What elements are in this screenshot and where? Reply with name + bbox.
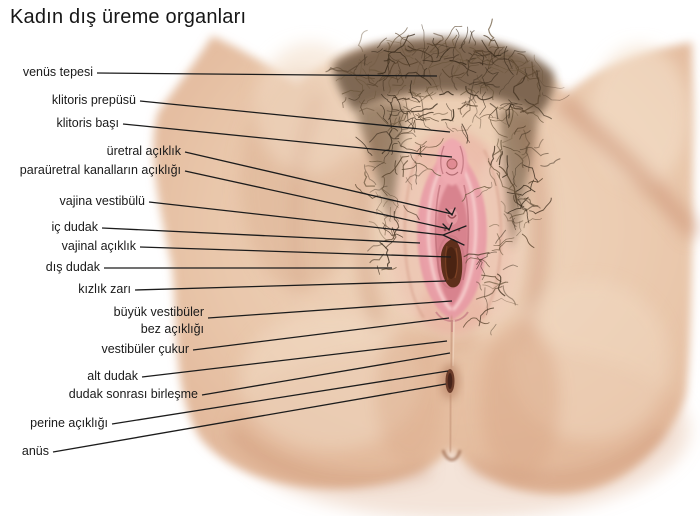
label-perine-acikligi: perine açıklığı	[30, 416, 108, 430]
label-vajinal-aciklik: vajinal açıklık	[61, 239, 136, 253]
label-dudak-sonrasi-birlesme: dudak sonrası birleşme	[68, 387, 198, 401]
label-anus: anüs	[21, 444, 49, 458]
label-uretral-aciklik: üretral açıklık	[106, 144, 181, 158]
label-parauretral-kanallarin-acikligi: paraüretral kanalların açıklığı	[19, 163, 181, 177]
label-vajina-vestibulu: vajina vestibülü	[59, 194, 145, 208]
leader-line	[139, 246, 452, 258]
leader-line	[148, 201, 444, 236]
leader-lines	[52, 72, 453, 453]
leader-line	[139, 100, 451, 133]
label-alt-dudak: alt dudak	[87, 369, 138, 383]
leader-line	[101, 227, 421, 244]
leader-line	[134, 280, 447, 291]
leader-line	[184, 170, 450, 230]
urethral-opening	[447, 214, 457, 219]
label-venus-tepesi: venüs tepesi	[22, 65, 93, 79]
urethral-arrowhead	[445, 207, 456, 217]
labium-majus-left	[387, 150, 431, 320]
leader-line	[52, 383, 447, 453]
gluteal-cleft-notch	[441, 449, 462, 462]
leader-line	[207, 300, 453, 319]
label-ic-dudak: iç dudak	[51, 220, 98, 234]
vestibule-fork	[441, 225, 467, 246]
leader-line	[201, 352, 451, 396]
body-shading	[226, 43, 700, 516]
leader-line-arrows	[441, 207, 467, 246]
leader-line	[122, 123, 453, 158]
leader-line	[141, 340, 448, 378]
label-vestibuler-cukur: vestibüler çukur	[101, 342, 189, 356]
leader-line	[96, 72, 438, 77]
leader-line	[111, 370, 449, 425]
label-klitoris-prepusu: klitoris prepüsü	[51, 93, 136, 107]
label-buyuk-vestibuler-bez-acikligi: büyük vestibüler bez açıklığı	[113, 305, 204, 336]
paraurethral-arrowhead	[442, 222, 453, 232]
leader-line	[184, 151, 453, 215]
label-klitoris-basi: klitoris başı	[56, 116, 119, 130]
hymen-ring	[437, 235, 465, 289]
label-kizlik-zari: kızlık zarı	[78, 282, 131, 296]
clitoral-glans	[446, 158, 458, 170]
leader-line	[192, 317, 450, 351]
label-dis-dudak: dış dudak	[45, 260, 100, 274]
paraurethral-duct-left	[443, 228, 447, 232]
diagram-title: Kadın dış üreme organları	[10, 6, 247, 28]
